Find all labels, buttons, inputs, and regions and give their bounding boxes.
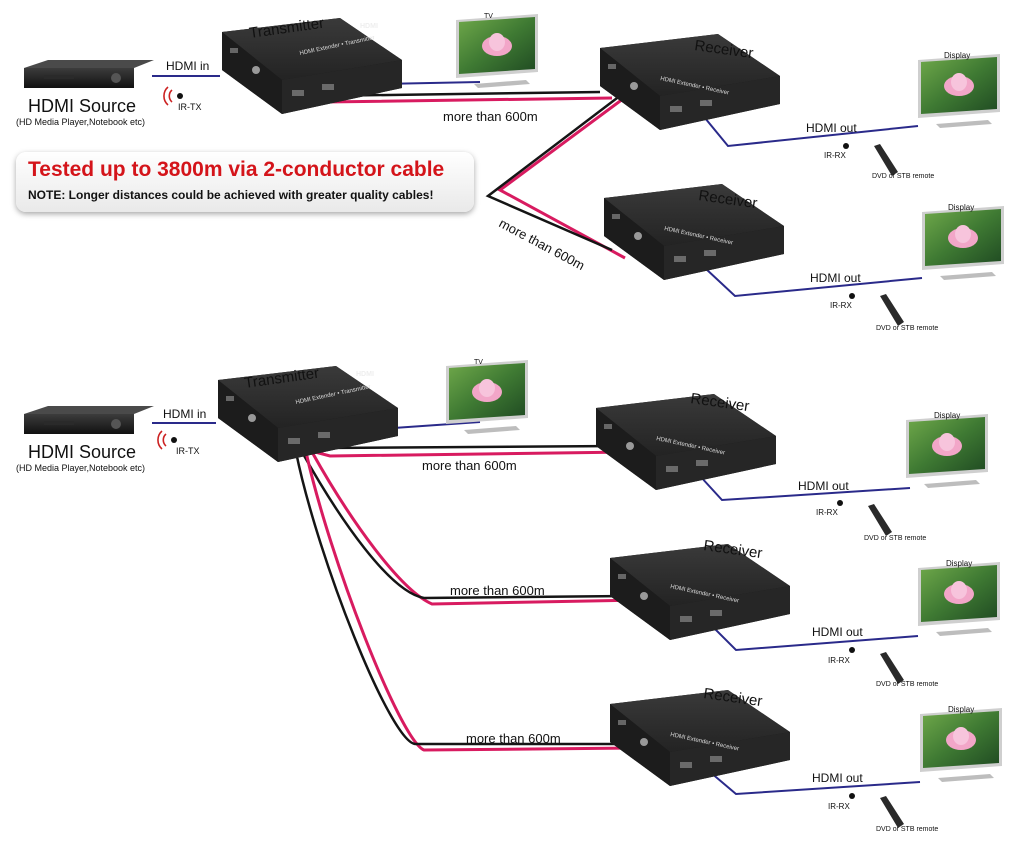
display-icon (922, 206, 1004, 280)
tv-icon (456, 14, 538, 88)
display-icon (918, 562, 1000, 636)
hdmi-source-label: HDMI Source (28, 96, 136, 116)
display-label: Display (946, 559, 972, 568)
ir-rx-label: IR-RX (828, 802, 850, 811)
tv-label: TV (484, 13, 493, 20)
remote-icon (880, 294, 904, 326)
media-player-icon (24, 60, 154, 88)
tv-label: TV (474, 359, 483, 366)
remote-label: DVD or STB remote (876, 826, 938, 833)
distance-label: more than 600m (497, 215, 588, 273)
distance-label: more than 600m (422, 458, 517, 473)
ir-tx-label: IR-TX (176, 446, 200, 456)
display-icon (918, 54, 1000, 128)
remote-label: DVD or STB remote (876, 325, 938, 332)
hdmi-out-label: HDMI out (812, 625, 863, 639)
remote-icon (868, 504, 892, 536)
hdmi-out-label: HDMI out (812, 771, 863, 785)
ir-wave-icon (157, 430, 167, 450)
distance-label: more than 600m (466, 731, 561, 746)
ir-rx-label: IR-RX (816, 508, 838, 517)
ir-rx-label: IR-RX (830, 301, 852, 310)
remote-icon (880, 796, 904, 828)
distance-label: more than 600m (450, 583, 545, 598)
banner-title: Tested up to 3800m via 2-conductor cable (28, 158, 445, 181)
remote-label: DVD or STB remote (872, 173, 934, 180)
display-label: Display (944, 51, 970, 60)
display-icon (906, 414, 988, 488)
hdmi-logo: HDMI (360, 23, 378, 30)
ir-tx-label: IR-TX (178, 102, 202, 112)
remote-icon (880, 652, 904, 684)
hdmi-in-label: HDMI in (166, 59, 209, 73)
display-label: Display (948, 203, 974, 212)
display-label: Display (948, 705, 974, 714)
remote-icon (874, 144, 898, 176)
hdmi-logo: HDMI (356, 371, 374, 378)
distance-label: more than 600m (443, 109, 538, 124)
bottom-setup: HDMI Source (HD Media Player,Notebook et… (16, 359, 1002, 833)
test-distance-banner: Tested up to 3800m via 2-conductor cable… (16, 152, 474, 212)
hdmi-out-label: HDMI out (798, 479, 849, 493)
ir-rx-label: IR-RX (824, 151, 846, 160)
ir-wave-icon (163, 86, 173, 106)
media-player-icon (24, 406, 154, 434)
hdmi-out-label: HDMI out (810, 271, 861, 285)
hdmi-out-label: HDMI out (806, 121, 857, 135)
hdmi-source-sublabel: (HD Media Player,Notebook etc) (16, 463, 145, 473)
remote-label: DVD or STB remote (876, 681, 938, 688)
hdmi-in-label: HDMI in (163, 407, 206, 421)
ir-rx-label: IR-RX (828, 656, 850, 665)
hdmi-source-sublabel: (HD Media Player,Notebook etc) (16, 117, 145, 127)
banner-note: NOTE: Longer distances could be achieved… (28, 188, 434, 202)
display-label: Display (934, 411, 960, 420)
tv-icon (446, 360, 528, 434)
display-icon (920, 708, 1002, 782)
remote-label: DVD or STB remote (864, 535, 926, 542)
hdmi-source-label: HDMI Source (28, 442, 136, 462)
